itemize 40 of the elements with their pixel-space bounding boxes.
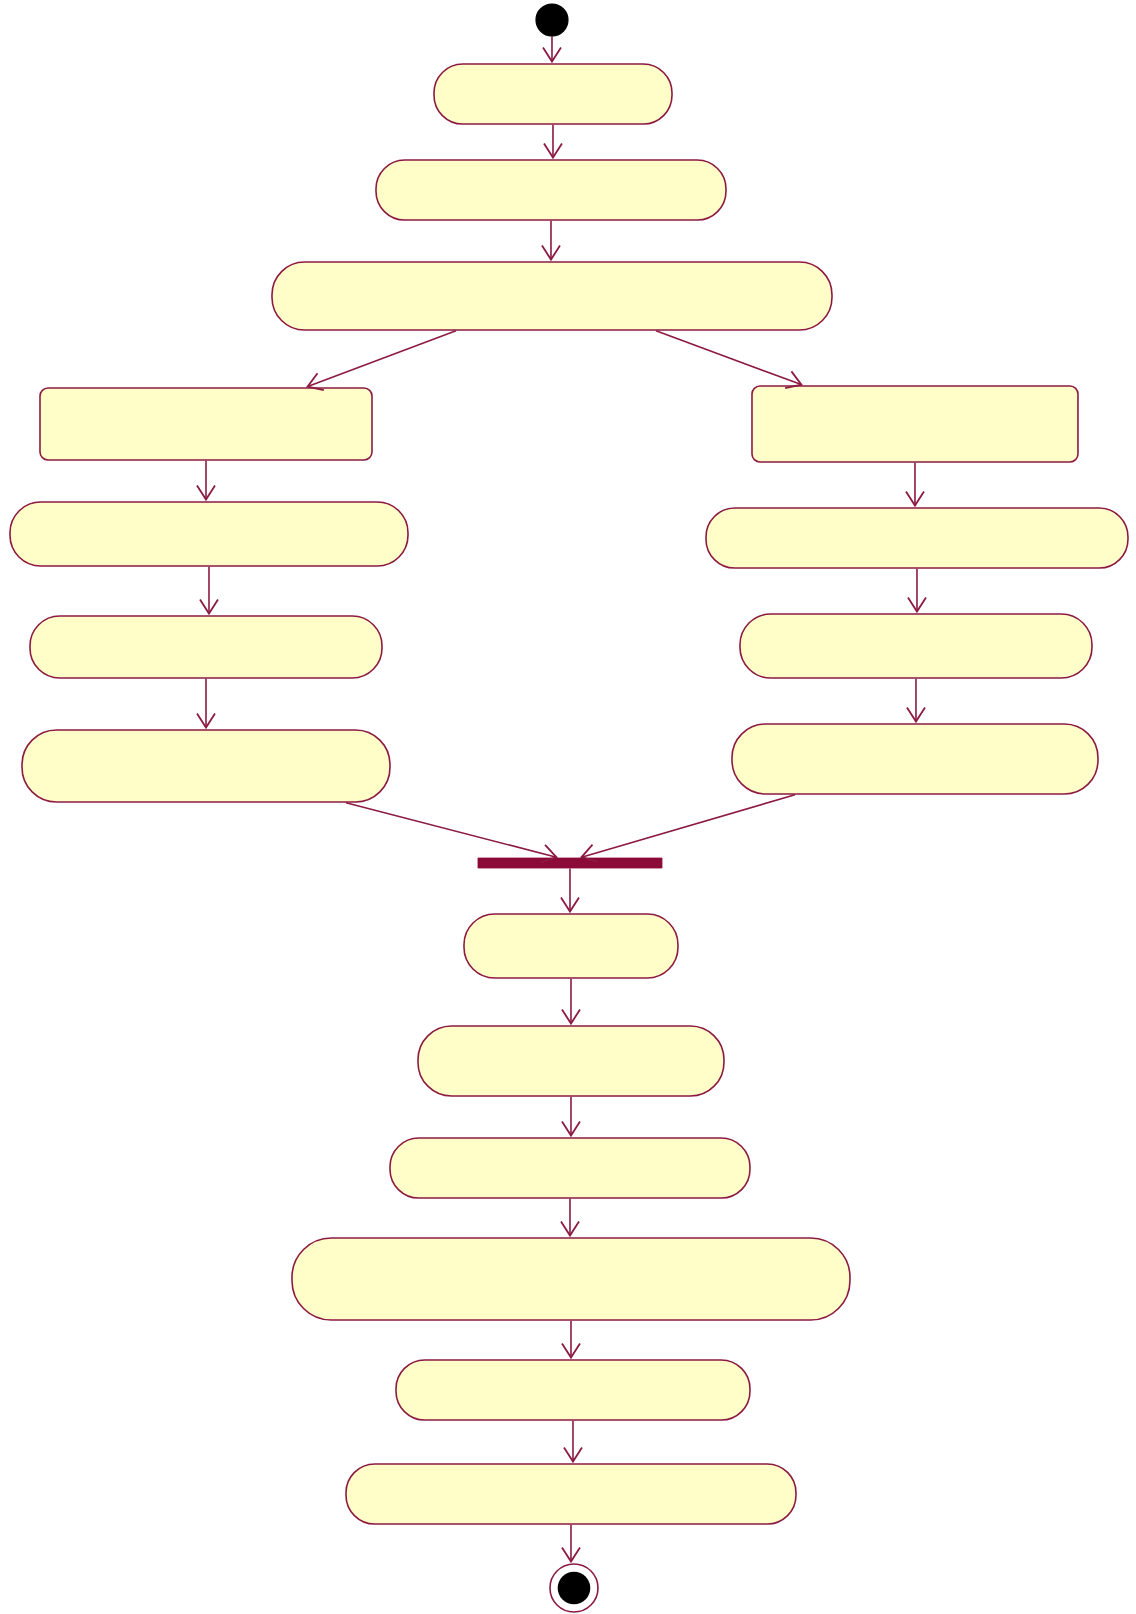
rounded-box [271,261,833,331]
arrow [561,978,581,1026]
arrow [196,678,216,730]
arrow [563,1420,583,1464]
rounded-box [739,613,1093,679]
start-circle [535,3,569,37]
arrow [196,460,216,502]
rounded-box [29,615,383,679]
arrow [560,1198,580,1238]
rounded-box [291,1237,851,1321]
arrow [561,1524,581,1564]
arrow [199,566,219,616]
action-box [39,387,373,461]
arrow [306,330,457,392]
arrow [580,794,796,863]
arrow [345,802,558,864]
arrow [655,330,803,390]
arrow [561,1320,581,1360]
arrow [542,35,562,64]
arrow [906,678,926,724]
arrow [543,124,563,160]
rounded-box [395,1359,751,1421]
arrow [907,568,927,614]
rounded-box [705,507,1129,569]
arrow [541,220,561,262]
rounded-box [375,159,727,221]
arrow [561,1096,581,1138]
action-box [751,385,1079,463]
rounded-box [345,1463,797,1525]
rounded-box [21,729,391,803]
rounded-box [731,723,1099,795]
rounded-box [389,1137,751,1199]
rounded-box [463,913,679,979]
fork-bar [477,857,663,869]
end-circle [549,1563,599,1613]
arrow [560,867,580,914]
rounded-box [417,1025,725,1097]
arrow [905,462,925,508]
rounded-box [433,63,673,125]
rounded-box [9,501,409,567]
